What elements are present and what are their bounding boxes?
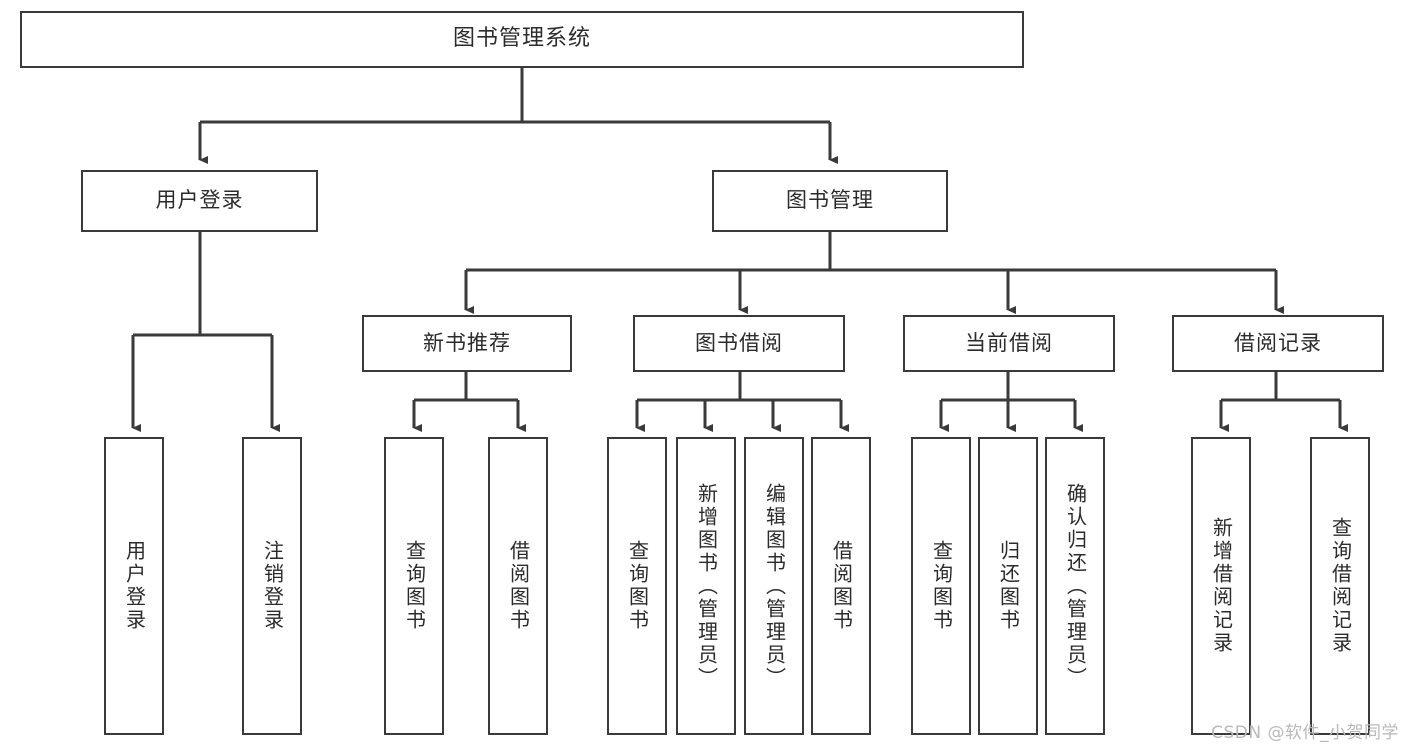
node-label: 借阅图书	[506, 540, 531, 632]
node-label: 借阅记录	[1234, 330, 1322, 355]
node-label: 用户登录	[155, 188, 244, 213]
leaf-logout-login[interactable]: 注销登录	[242, 437, 302, 735]
node-label: 查询借阅记录	[1328, 517, 1353, 655]
node-book-management[interactable]: 图书管理	[712, 170, 948, 232]
node-label: 查询图书	[929, 540, 954, 632]
leaf-query-book-borrow[interactable]: 查询图书	[607, 437, 667, 735]
node-label: 归还图书	[996, 540, 1021, 632]
node-label: 借阅图书	[829, 540, 854, 632]
node-label: 注销登录	[260, 540, 285, 632]
node-label: 当前借阅	[965, 330, 1053, 355]
leaf-confirm-return-admin[interactable]: 确认归还（管理员）	[1045, 437, 1105, 735]
csdn-watermark: CSDN @软件_小贺同学	[1211, 723, 1399, 743]
leaf-return-book[interactable]: 归还图书	[978, 437, 1038, 735]
node-current-borrow[interactable]: 当前借阅	[903, 315, 1115, 372]
leaf-user-login[interactable]: 用户登录	[104, 437, 164, 735]
leaf-query-book-recommend[interactable]: 查询图书	[384, 437, 444, 735]
node-new-book-recommend[interactable]: 新书推荐	[362, 315, 572, 372]
node-book-borrow[interactable]: 图书借阅	[633, 315, 845, 372]
node-root-book-management-system[interactable]: 图书管理系统	[20, 11, 1024, 68]
node-label: 图书管理	[786, 188, 874, 213]
leaf-add-borrow-record[interactable]: 新增借阅记录	[1191, 437, 1251, 735]
node-user-login[interactable]: 用户登录	[81, 170, 318, 232]
node-label: 新增图书（管理员）	[694, 482, 719, 690]
leaf-query-book-current[interactable]: 查询图书	[911, 437, 971, 735]
node-label: 查询图书	[402, 540, 427, 632]
node-label: 用户登录	[122, 540, 147, 632]
node-label: 确认归还（管理员）	[1063, 482, 1088, 690]
leaf-edit-book-admin[interactable]: 编辑图书（管理员）	[744, 437, 804, 735]
node-label: 编辑图书（管理员）	[762, 482, 787, 690]
node-label: 图书管理系统	[452, 26, 591, 52]
node-borrow-record[interactable]: 借阅记录	[1172, 315, 1384, 372]
leaf-borrow-book-recommend[interactable]: 借阅图书	[488, 437, 548, 735]
leaf-query-borrow-record[interactable]: 查询借阅记录	[1310, 437, 1370, 735]
leaf-borrow-book[interactable]: 借阅图书	[811, 437, 871, 735]
node-label: 图书借阅	[695, 330, 783, 355]
node-label: 新书推荐	[423, 330, 511, 355]
node-label: 查询图书	[625, 540, 650, 632]
leaf-add-book-admin[interactable]: 新增图书（管理员）	[676, 437, 736, 735]
node-label: 新增借阅记录	[1209, 517, 1234, 655]
